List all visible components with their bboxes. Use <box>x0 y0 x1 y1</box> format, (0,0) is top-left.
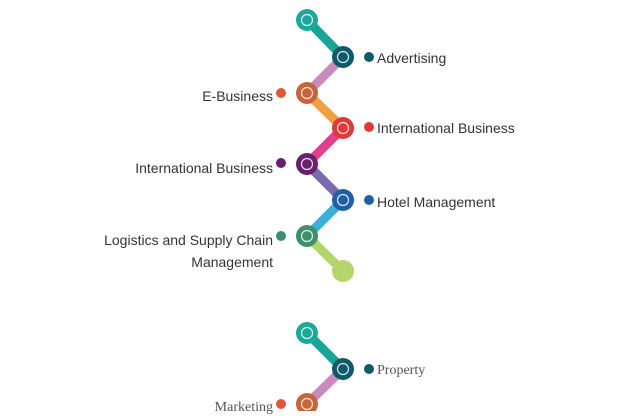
timeline-label: International Business <box>377 120 515 136</box>
node <box>332 189 354 211</box>
node <box>296 9 318 31</box>
dot-icon <box>364 122 374 132</box>
label-dots <box>276 52 374 409</box>
dot-icon <box>364 52 374 62</box>
node <box>332 46 354 68</box>
timeline-label: E-Business <box>202 88 273 104</box>
node <box>296 322 318 344</box>
timeline-label: Hotel Management <box>377 194 496 210</box>
node <box>332 358 354 380</box>
dot-icon <box>276 399 286 409</box>
dot-icon <box>276 158 286 168</box>
node-end <box>332 260 354 282</box>
timeline-label: Advertising <box>377 50 447 66</box>
timeline-label: Property <box>377 363 426 378</box>
dot-icon <box>276 231 286 241</box>
timeline-label: International Business <box>135 160 273 176</box>
timeline-nodes <box>296 9 354 411</box>
timeline-label: Logistics and Supply Chain Management <box>104 232 273 270</box>
node <box>296 82 318 104</box>
node <box>332 117 354 139</box>
dot-icon <box>276 88 286 98</box>
dot-icon <box>364 364 374 374</box>
node <box>296 225 318 247</box>
node <box>296 153 318 175</box>
timeline-label: Marketing <box>214 400 273 415</box>
dot-icon <box>364 195 374 205</box>
